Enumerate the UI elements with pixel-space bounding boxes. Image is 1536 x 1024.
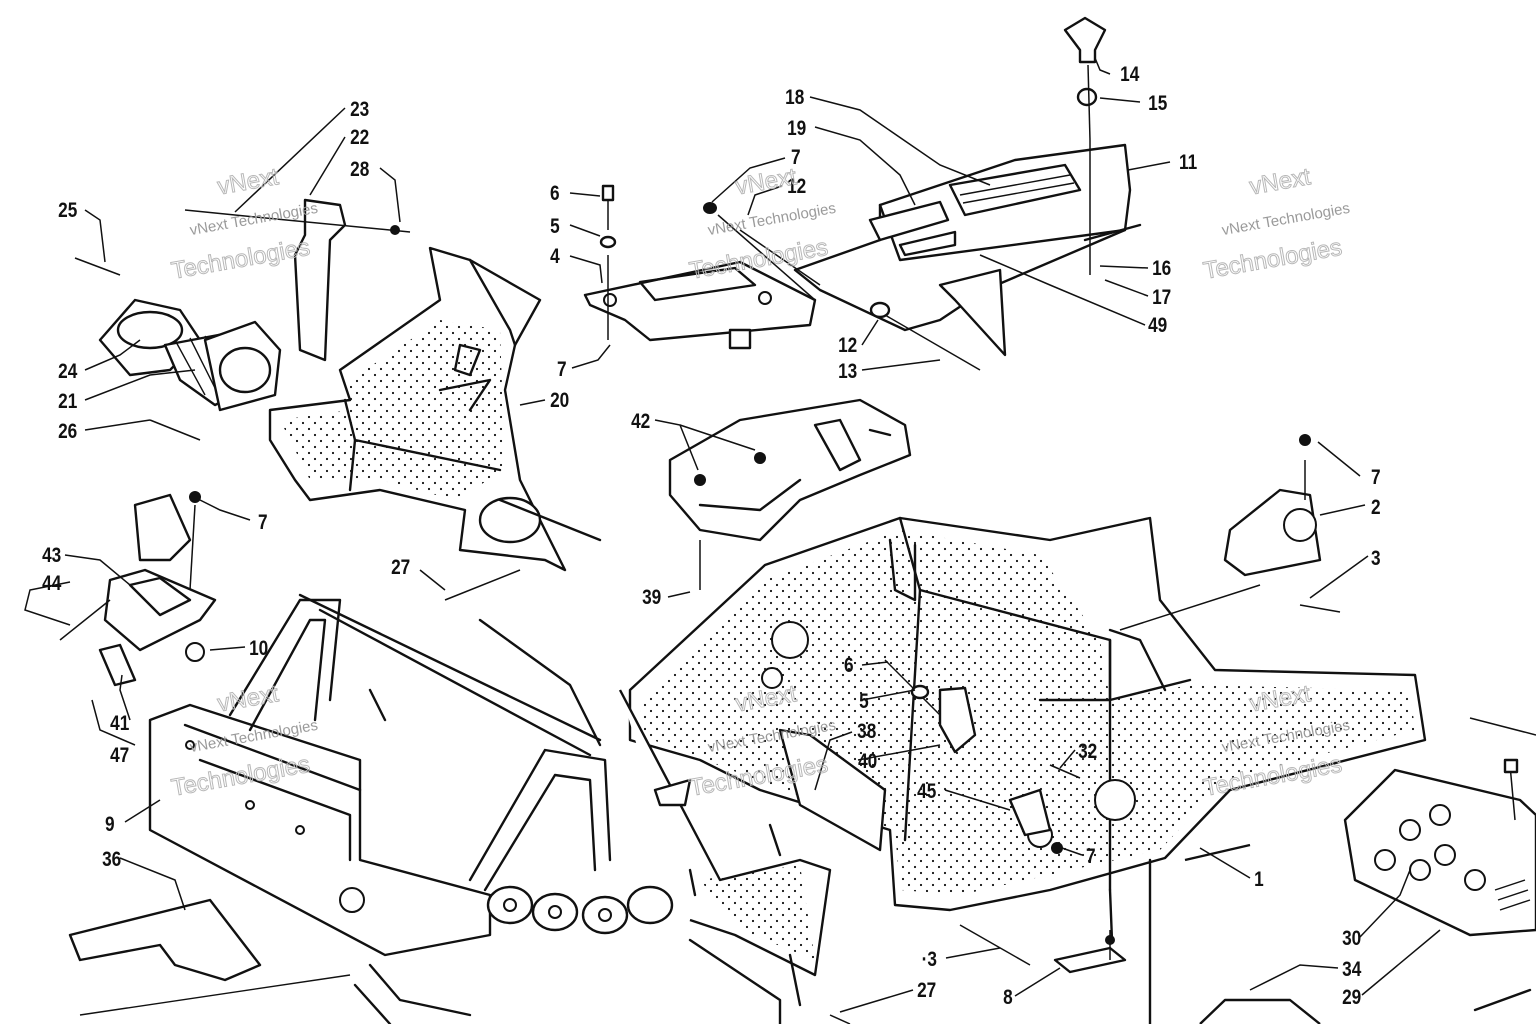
callout-16: 16 <box>1152 258 1171 281</box>
side-panel <box>268 246 602 572</box>
callout-6: 6 <box>844 655 854 678</box>
callout-1: 1 <box>1254 869 1264 892</box>
callout-5: 5 <box>859 691 869 714</box>
callout-22: 22 <box>350 127 369 150</box>
knob <box>1063 16 1107 141</box>
fasteners <box>59 140 1536 1024</box>
callout-17: 17 <box>1152 287 1171 310</box>
callout-39: 39 <box>642 587 661 610</box>
callout-18: 18 <box>785 87 804 110</box>
callout-12: 12 <box>787 176 806 199</box>
bellows-boot <box>98 298 282 412</box>
callout-14: 14 <box>1120 64 1139 87</box>
callout-30: 30 <box>1342 928 1361 951</box>
callout-32: 32 <box>1078 741 1097 764</box>
callout-9: 9 <box>105 814 115 837</box>
callout-5: 5 <box>550 216 560 239</box>
callout-21: 21 <box>58 391 77 414</box>
callout-38: 38 <box>857 721 876 744</box>
callout-27: 27 <box>917 980 936 1003</box>
watermarks: vNext vNext Technologies Technologies vN… <box>169 163 1351 803</box>
watermark-company: vNext Technologies <box>706 200 837 239</box>
small-bracket <box>1053 946 1127 974</box>
callout-29: 29 <box>1342 987 1361 1010</box>
right-lower-plate <box>1199 768 1536 1024</box>
trim-strip <box>293 198 347 362</box>
callout-20: 20 <box>550 390 569 413</box>
callout-labels: 14 15 18 19 11 23 22 28 7 12 6 5 4 25 16… <box>42 64 1381 1010</box>
callout-3: 3 <box>1371 548 1381 571</box>
callout-24: 24 <box>58 361 77 384</box>
callout-10: 10 <box>249 638 268 661</box>
callout-7: 7 <box>557 359 567 382</box>
callout-45: 45 <box>917 781 936 804</box>
floor-plate <box>68 898 262 982</box>
callout-8: 8 <box>1003 987 1013 1010</box>
leader-lines <box>24 57 1441 1013</box>
callout-6: 6 <box>550 183 560 206</box>
callout-49: 49 <box>1148 315 1167 338</box>
callout-13: 13 <box>838 361 857 384</box>
callout-7: 7 <box>1086 846 1096 869</box>
watermark-company: vNext Technologies <box>1220 200 1351 239</box>
callout-7: 7 <box>1371 467 1381 490</box>
watermark-company: vNext Technologies <box>188 200 319 239</box>
watermark: vNext vNext Technologies Technologies <box>1201 163 1351 286</box>
bumper-assembly <box>148 593 832 1024</box>
callout-41: 41 <box>110 713 129 736</box>
callout-7: 7 <box>791 147 801 170</box>
parts-drawing <box>59 16 1536 1024</box>
callout-43: 43 <box>42 545 61 568</box>
callout-2: 2 <box>1371 497 1381 520</box>
callout-11: 11 <box>1179 152 1197 175</box>
callout-15: 15 <box>1148 93 1167 116</box>
callout-12: 12 <box>838 335 857 358</box>
callout-23: 23 <box>350 99 369 122</box>
callout-40: 40 <box>858 751 877 774</box>
callout-36: 36 <box>102 849 121 872</box>
console-tray <box>793 143 1142 357</box>
callout-3: ·3 <box>922 949 937 972</box>
callout-28: 28 <box>350 159 369 182</box>
watermark-vnext: vNext <box>215 680 280 717</box>
callout-4: 4 <box>550 246 560 269</box>
callout-27: 27 <box>391 557 410 580</box>
callout-42: 42 <box>631 411 650 434</box>
callout-44: 44 <box>42 573 61 596</box>
watermark-vnext: vNext <box>215 163 280 200</box>
watermark-vnext: vNext <box>1247 163 1312 200</box>
callout-26: 26 <box>58 421 77 444</box>
bracket-plate <box>1223 434 1322 577</box>
callout-7: 7 <box>258 512 268 535</box>
callout-25: 25 <box>58 200 77 223</box>
watermark-technologies: Technologies <box>1201 234 1344 285</box>
left-bracket <box>98 491 217 687</box>
callout-19: 19 <box>787 118 806 141</box>
callout-47: 47 <box>110 745 129 768</box>
callout-34: 34 <box>1342 959 1361 982</box>
mounting-plate <box>583 260 817 350</box>
watermark-technologies: Technologies <box>169 234 312 285</box>
shroud <box>668 398 912 542</box>
